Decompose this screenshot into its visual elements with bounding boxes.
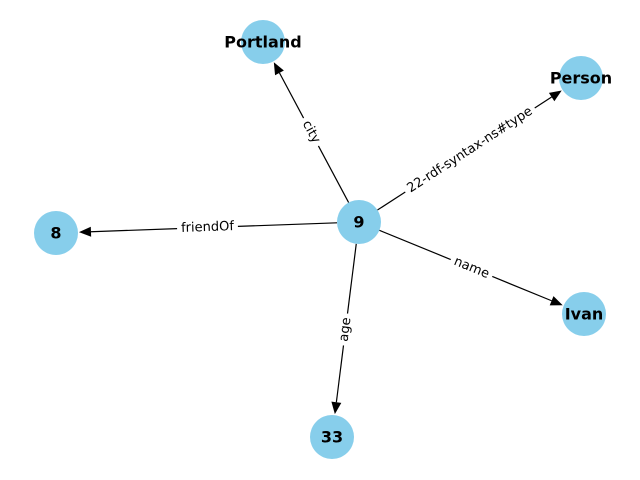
edge-line [377, 191, 406, 211]
edge-name: name [379, 229, 563, 306]
edge-line [278, 72, 305, 119]
edge-label: age [337, 317, 355, 343]
node-label: 9 [353, 213, 364, 232]
edge-line [492, 275, 552, 302]
arrowhead-icon [548, 90, 562, 102]
node-label: Portland [224, 33, 301, 52]
node-33: 33 [310, 415, 354, 459]
node-label: 33 [321, 428, 343, 447]
edge-line [346, 243, 357, 314]
node-label: 8 [50, 224, 61, 243]
node-circle [310, 415, 354, 459]
node-ivan: Ivan [562, 292, 606, 336]
edge-label: 22-rdf-syntax-ns#type [405, 104, 536, 196]
edge-label: friendOf [181, 219, 235, 236]
node-label: Ivan [565, 305, 604, 324]
node-circle [34, 211, 78, 255]
edge-line [90, 228, 178, 233]
edges-layer: city 22-rdf-syntax-ns#type friendOf name age [78, 62, 563, 415]
node-8: 8 [34, 211, 78, 255]
node-9: 9 [337, 200, 381, 244]
edge-friendof: friendOf [78, 219, 338, 237]
edge-age: age [331, 243, 357, 415]
arrowhead-icon [78, 226, 92, 237]
edge-city: city [273, 62, 350, 203]
node-circle [337, 200, 381, 244]
node-circle [562, 292, 606, 336]
edge-line [335, 345, 345, 403]
edge-label: name [452, 254, 492, 282]
edge-line [317, 145, 350, 203]
node-circle [241, 20, 285, 64]
edge-line [379, 229, 451, 261]
edge-label: city [299, 118, 323, 146]
edge-line [534, 96, 552, 109]
arrowhead-icon [549, 296, 563, 306]
node-circle [559, 56, 603, 100]
node-person: Person [550, 56, 612, 100]
node-portland: Portland [224, 20, 302, 64]
edge-line [237, 222, 338, 227]
node-label: Person [550, 69, 612, 88]
arrowhead-icon [273, 62, 284, 76]
edge-22-rdf-syntax-ns-type: 22-rdf-syntax-ns#type [377, 90, 562, 211]
arrowhead-icon [331, 401, 342, 415]
